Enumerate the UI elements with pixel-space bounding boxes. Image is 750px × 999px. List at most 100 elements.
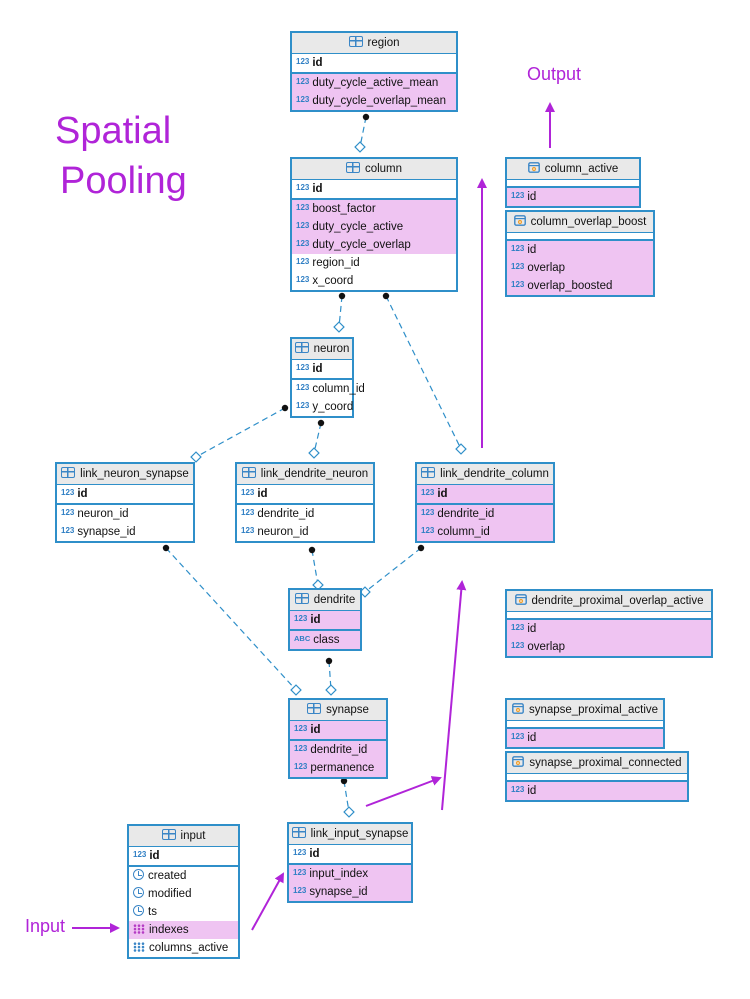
integer-type-icon: 123 [511,641,525,650]
table-header[interactable]: synapse [290,700,386,721]
table-header[interactable]: column_overlap_boost [507,212,653,233]
column-name: duty_cycle_active [312,221,404,233]
column-name: dendrite_id [437,508,495,520]
integer-type-icon: 123 [421,526,435,535]
table-header[interactable]: column [292,159,456,180]
table-header[interactable]: synapse_proximal_active [507,700,663,721]
primary-key-end-marker [343,806,355,818]
column-row[interactable]: modified [129,885,238,903]
table-header[interactable]: synapse_proximal_connected [507,753,687,774]
column-name: neuron_id [257,526,309,538]
table-header[interactable]: neuron [292,339,352,360]
table-name: synapse_proximal_active [528,704,659,716]
integer-type-icon: 123 [296,275,310,284]
table-header[interactable]: link_dendrite_column [417,464,553,485]
table-header[interactable]: region [292,33,456,54]
table-name: link_input_synapse [310,828,409,840]
column-row[interactable]: columns_active [129,939,238,957]
relationship-line [359,116,367,148]
column-row[interactable]: ts [129,903,238,921]
table-header[interactable]: link_neuron_synapse [57,464,193,485]
integer-type-icon: 123 [61,508,75,517]
table-header[interactable]: link_dendrite_neuron [237,464,373,485]
integer-type-icon: 123 [61,488,75,497]
column-name: id [77,488,88,500]
table-header[interactable]: link_input_synapse [289,824,411,845]
column-name: y_coord [312,401,354,413]
table-name: synapse_proximal_connected [529,757,682,769]
table-header[interactable]: input [129,826,238,847]
integer-type-icon: 123 [511,623,525,632]
relationship-line [311,549,319,586]
primary-key-end-marker [290,684,302,696]
column-name: id [527,244,537,256]
table-header[interactable]: column_active [507,159,639,180]
integer-type-icon: 123 [296,183,310,192]
column-row[interactable]: indexes [129,921,238,939]
table-header[interactable]: dendrite [290,590,360,611]
column-name: permanence [310,762,375,774]
primary-key-end-marker [455,443,467,455]
table-header[interactable]: dendrite_proximal_overlap_active [507,591,711,612]
column-row[interactable]: created [129,867,238,885]
integer-type-icon: 123 [296,57,310,66]
foreign-key-end-marker [338,292,346,300]
